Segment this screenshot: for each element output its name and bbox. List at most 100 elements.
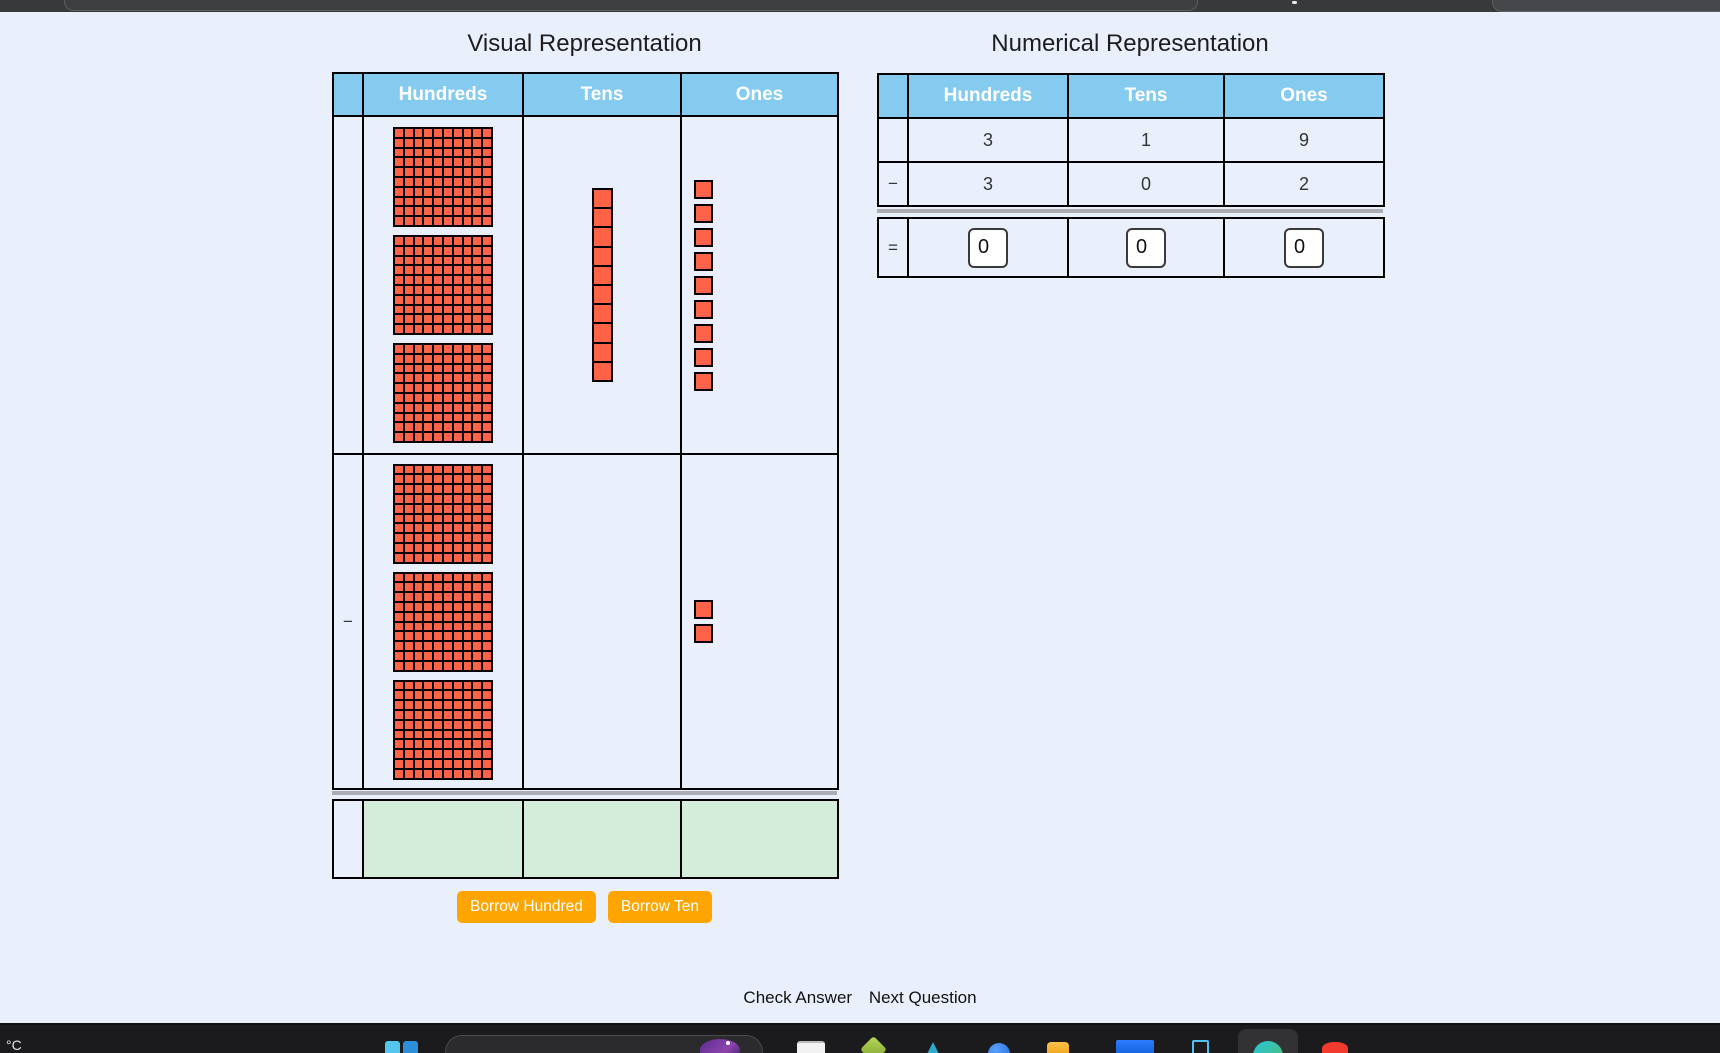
block-unit-cell <box>434 256 442 265</box>
block-unit-cell <box>424 374 433 383</box>
block-unit-cell <box>424 197 433 206</box>
numerical-subtrahend-ones: 2 <box>1223 161 1385 207</box>
block-unit-cell <box>434 276 442 284</box>
block-unit-cell <box>444 622 452 631</box>
hundred-block <box>393 343 493 443</box>
blue-circle-app-icon[interactable] <box>988 1043 1010 1053</box>
hundred-block <box>393 463 493 564</box>
numerical-header-hundreds: Hundreds <box>907 73 1069 119</box>
block-unit-cell <box>463 256 472 265</box>
block-unit-cell <box>414 701 423 709</box>
copilot-icon[interactable] <box>700 1039 740 1053</box>
block-unit-cell <box>444 217 452 225</box>
task-view-icon-secondary[interactable] <box>403 1041 418 1053</box>
block-unit-cell <box>424 315 433 324</box>
next-question-button[interactable]: Next Question <box>868 988 977 1007</box>
block-unit-cell <box>434 710 442 719</box>
block-unit-cell <box>395 720 403 729</box>
block-unit-cell <box>434 286 442 294</box>
block-unit-cell <box>483 622 491 631</box>
green-diamond-app-icon[interactable] <box>860 1036 887 1053</box>
block-unit-cell <box>404 276 413 284</box>
block-unit-cell <box>473 681 482 690</box>
block-unit-cell <box>473 661 482 670</box>
block-unit-cell <box>414 612 423 621</box>
borrow-hundred-button[interactable]: Borrow Hundred <box>457 891 596 923</box>
block-unit-cell <box>483 129 491 137</box>
result-input-ones[interactable] <box>1284 227 1324 268</box>
borrow-ten-button[interactable]: Borrow Ten <box>607 891 712 923</box>
block-unit-cell <box>424 622 433 631</box>
block-unit-cell <box>473 413 482 422</box>
result-input-hundreds[interactable] <box>968 227 1008 268</box>
block-unit-cell <box>473 138 482 147</box>
block-unit-cell <box>404 475 413 484</box>
block-unit-cell <box>483 433 491 441</box>
weather-widget[interactable]: °C <box>6 1037 22 1053</box>
block-unit-cell <box>424 364 433 373</box>
block-unit-cell <box>434 740 442 749</box>
block-unit-cell <box>395 534 403 542</box>
teal-circle-app-icon[interactable] <box>1253 1041 1283 1053</box>
block-unit-cell <box>473 178 482 186</box>
block-unit-cell <box>395 475 403 484</box>
block-unit-cell <box>444 769 452 778</box>
block-unit-cell <box>463 354 472 363</box>
check-answer-button[interactable]: Check Answer <box>743 988 853 1007</box>
block-unit-cell <box>414 769 423 778</box>
block-unit-cell <box>414 494 423 503</box>
task-view-icon[interactable] <box>385 1041 400 1053</box>
block-unit-cell <box>483 187 491 196</box>
block-unit-cell <box>414 305 423 314</box>
amber-app-icon[interactable] <box>1047 1042 1069 1053</box>
blue-rect-app-icon[interactable] <box>1116 1040 1154 1053</box>
block-unit-cell <box>404 504 413 513</box>
block-unit-cell <box>483 769 491 778</box>
block-unit-cell <box>434 394 442 402</box>
subtrahend-hundreds-cell <box>362 453 524 790</box>
block-unit-cell <box>473 384 482 392</box>
block-unit-cell <box>424 394 433 402</box>
block-unit-cell <box>444 256 452 265</box>
block-unit-cell <box>395 295 403 304</box>
teal-triangle-app-icon[interactable] <box>926 1042 940 1053</box>
block-unit-cell <box>463 237 472 245</box>
block-unit-cell <box>395 465 403 474</box>
block-unit-cell <box>414 237 423 245</box>
window-outline-app-icon[interactable] <box>1192 1040 1209 1053</box>
block-unit-cell <box>424 246 433 255</box>
visual-result-tens-cell <box>522 799 682 879</box>
block-unit-cell <box>473 276 482 284</box>
red-app-icon[interactable] <box>1322 1042 1348 1053</box>
block-unit-cell <box>424 129 433 137</box>
block-unit-cell <box>404 197 413 206</box>
block-unit-cell <box>473 651 482 660</box>
block-unit-cell <box>444 384 452 392</box>
block-unit-cell <box>483 345 491 353</box>
result-input-tens[interactable] <box>1126 227 1166 268</box>
file-explorer-icon[interactable] <box>797 1041 825 1053</box>
block-unit-cell <box>414 740 423 749</box>
block-unit-cell <box>453 573 462 582</box>
block-unit-cell <box>463 543 472 552</box>
block-unit-cell <box>404 138 413 147</box>
block-unit-cell <box>404 256 413 265</box>
block-unit-cell <box>414 543 423 552</box>
block-unit-cell <box>404 465 413 474</box>
block-unit-cell <box>473 710 482 719</box>
block-unit-cell <box>463 295 472 304</box>
block-unit-cell <box>434 720 442 729</box>
block-unit-cell <box>424 158 433 167</box>
block-unit-cell <box>453 305 462 314</box>
block-unit-cell <box>463 413 472 422</box>
block-unit-cell <box>414 485 423 493</box>
block-unit-cell <box>593 190 611 208</box>
block-unit-cell <box>483 602 491 611</box>
block-unit-cell <box>395 573 403 582</box>
block-unit-cell <box>483 465 491 474</box>
block-unit-cell <box>473 769 482 778</box>
block-unit-cell <box>434 374 442 383</box>
block-unit-cell <box>424 612 433 621</box>
block-unit-cell <box>453 423 462 432</box>
block-unit-cell <box>483 374 491 383</box>
